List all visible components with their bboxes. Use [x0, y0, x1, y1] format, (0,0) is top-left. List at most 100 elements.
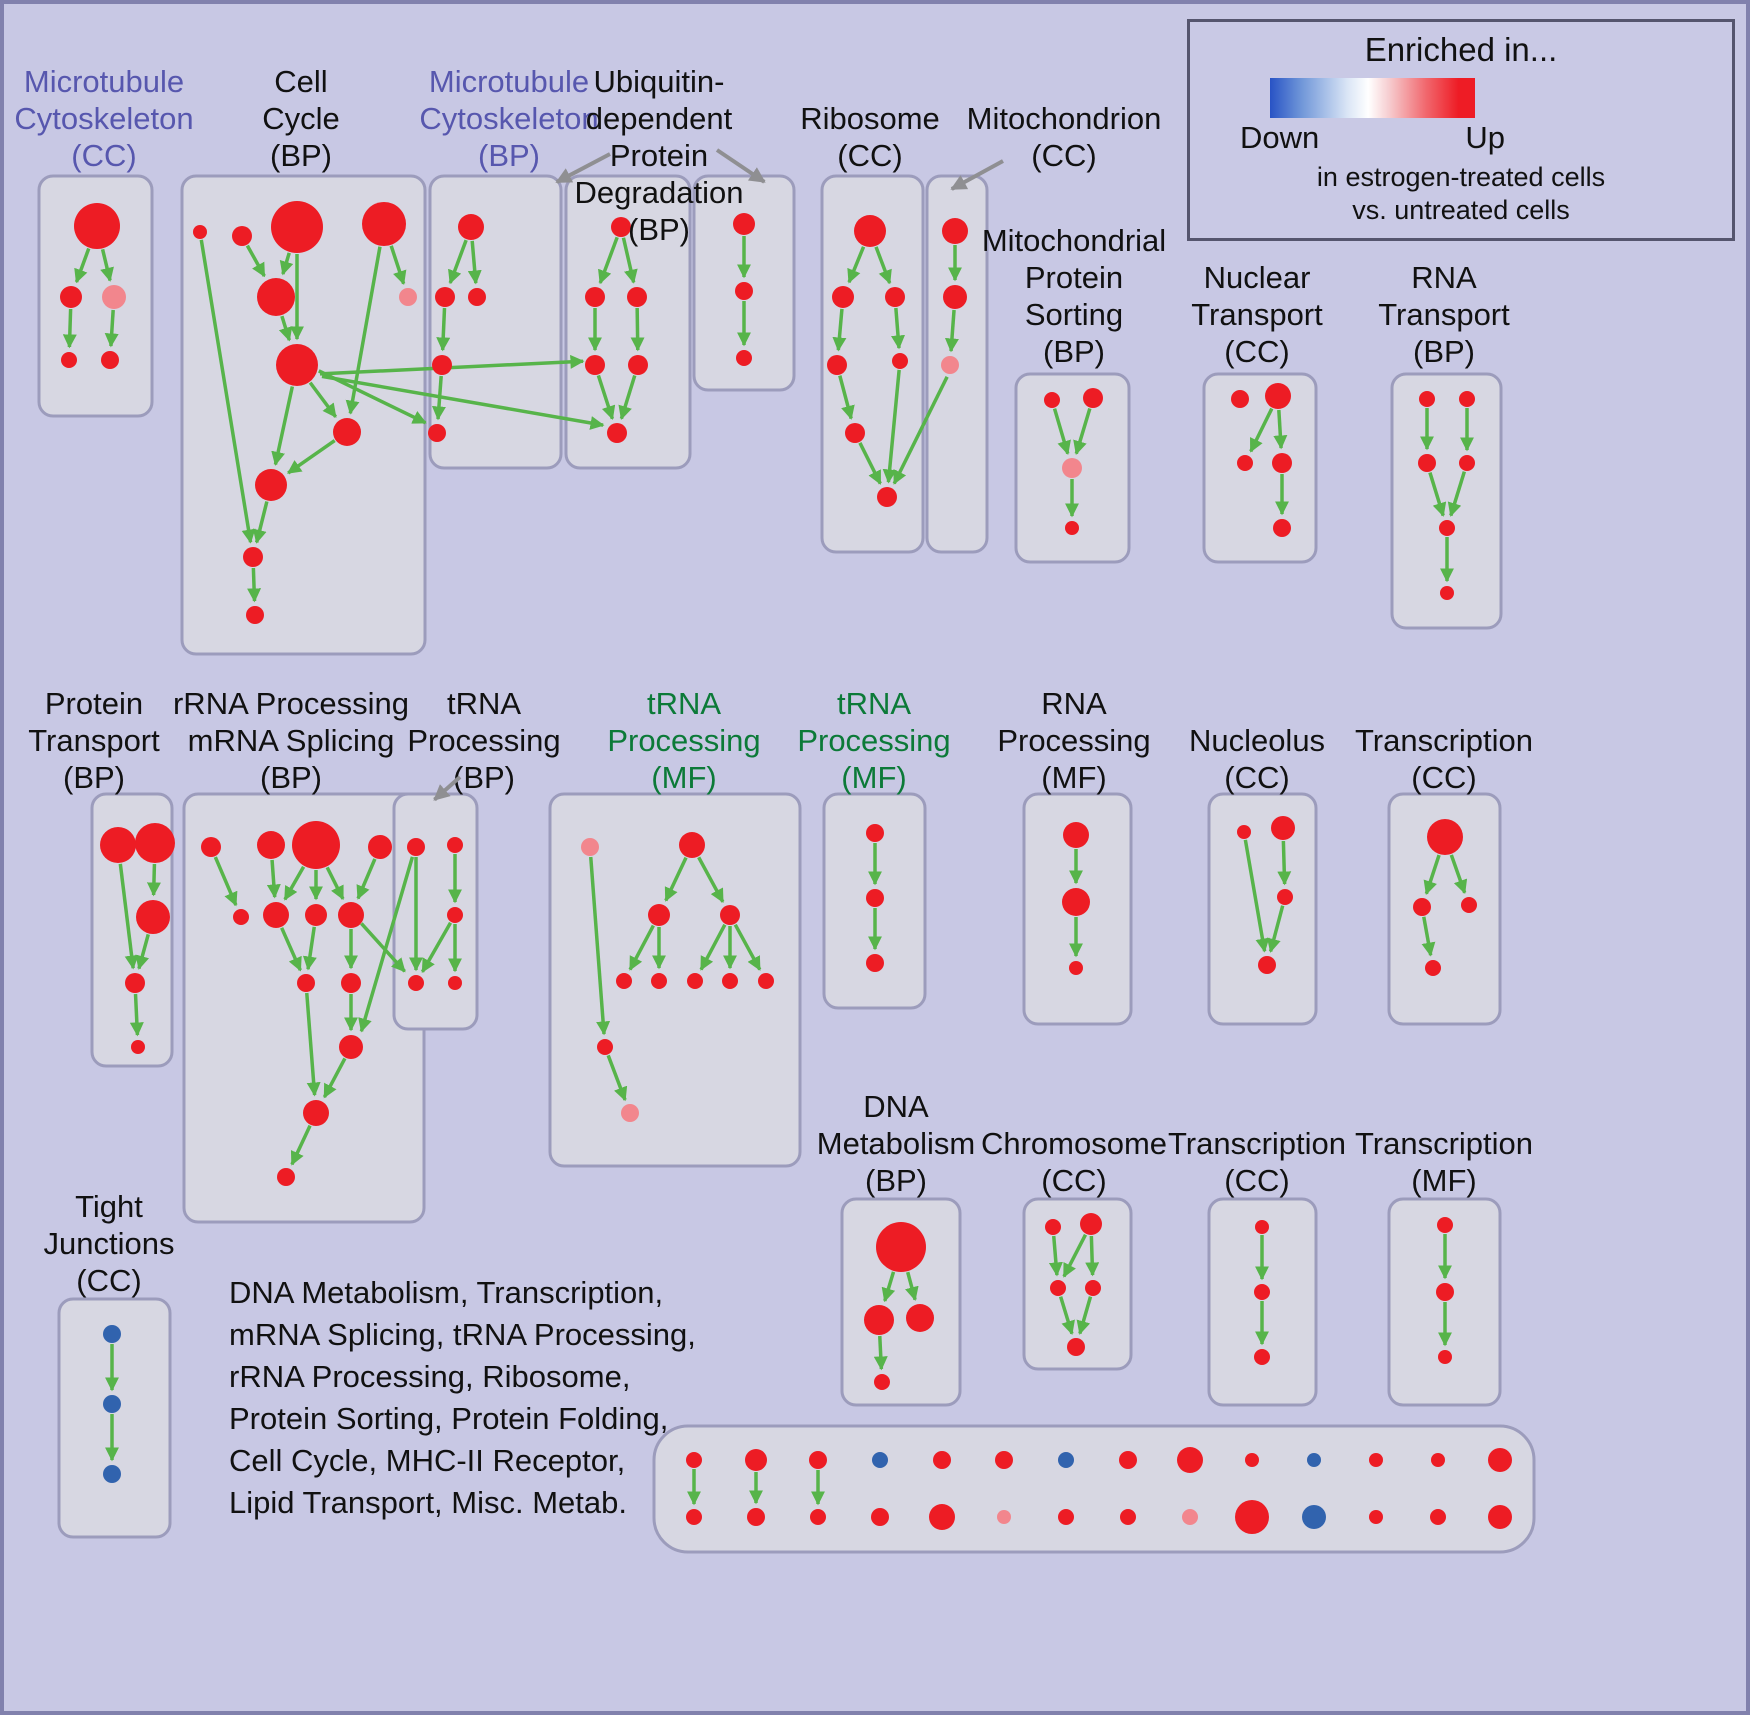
go-term-node	[864, 1305, 894, 1335]
group-box-tight-junctions-cc	[57, 1297, 172, 1539]
go-term-node	[733, 213, 755, 235]
go-term-node	[201, 837, 221, 857]
go-term-node	[722, 973, 738, 989]
go-term-node	[941, 356, 959, 374]
edge-arrow	[1076, 1296, 1093, 1335]
go-term-node	[243, 547, 263, 567]
edge-arrow	[1423, 854, 1441, 896]
go-term-node	[60, 286, 82, 308]
edge-arrow	[433, 775, 462, 802]
legend-up-label: Up	[1465, 120, 1505, 155]
edge-arrow	[247, 567, 262, 603]
go-term-node	[1063, 822, 1089, 848]
edge-arrow	[838, 375, 855, 420]
go-term-node	[687, 973, 703, 989]
go-term-node	[1044, 392, 1060, 408]
go-term-node	[735, 282, 753, 300]
go-term-node	[1177, 1447, 1203, 1473]
go-term-node	[1083, 388, 1103, 408]
legend-ends: Down Up	[1240, 120, 1505, 156]
edge-arrow	[873, 1335, 888, 1371]
go-term-node	[435, 287, 455, 307]
edge-arrow	[847, 246, 866, 284]
edge-arrow	[1449, 854, 1468, 895]
go-term-node	[1058, 1509, 1074, 1525]
go-term-node	[997, 1510, 1011, 1524]
go-term-node	[1258, 956, 1276, 974]
group-box-mixed-terms	[652, 1424, 1536, 1554]
go-term-node	[906, 1304, 934, 1332]
go-term-node	[758, 973, 774, 989]
group-box-nuclear-transport-cc	[1202, 372, 1318, 564]
edge-arrow	[944, 309, 959, 353]
edge-arrow	[305, 992, 321, 1097]
edge-arrow	[1277, 840, 1292, 886]
go-term-node	[892, 353, 908, 369]
go-term-node	[1237, 825, 1251, 839]
go-term-node	[1277, 889, 1293, 905]
go-term-node	[877, 487, 897, 507]
go-term-node	[1439, 520, 1455, 536]
go-term-node	[747, 1508, 765, 1526]
edge-arrow	[266, 859, 281, 899]
layer-edges	[62, 236, 1474, 1506]
go-term-node	[276, 344, 318, 386]
edge-arrow	[950, 159, 1004, 191]
go-term-node	[1418, 454, 1436, 472]
group-label-transcription-cc-1: Transcription(CC)	[1355, 723, 1533, 795]
go-term-node	[103, 1325, 121, 1343]
edge-arrow	[322, 1057, 347, 1099]
group-box-microtubule-cytoskeleton-bp	[428, 174, 563, 470]
go-term-node	[1459, 391, 1475, 407]
go-term-node	[943, 285, 967, 309]
go-term-node	[866, 824, 884, 842]
go-term-node	[292, 821, 340, 869]
edge-arrow	[699, 923, 727, 971]
go-term-node	[854, 215, 886, 247]
go-term-node	[339, 1035, 363, 1059]
go-term-node	[246, 606, 264, 624]
go-term-node	[61, 352, 77, 368]
go-term-node	[809, 1451, 827, 1469]
go-term-node	[686, 1509, 702, 1525]
go-term-node	[1436, 1283, 1454, 1301]
misc-terms-line: Cell Cycle, MHC-II Receptor,	[229, 1443, 626, 1478]
group-label-transcription-mf: Transcription(MF)	[1355, 1126, 1533, 1198]
edge-arrow	[555, 152, 611, 184]
layer-annotations	[433, 148, 1004, 802]
edge-arrow	[356, 858, 377, 900]
go-term-node	[102, 285, 126, 309]
legend-subtitle-1: in estrogen-treated cells	[1316, 162, 1606, 192]
group-box-ubiquitin-protein-degradation-bp-1	[564, 174, 692, 470]
go-term-node	[1425, 960, 1441, 976]
go-term-node	[651, 973, 667, 989]
edge-arrow	[1085, 1235, 1100, 1277]
go-term-node	[1438, 1350, 1452, 1364]
go-term-node	[341, 973, 361, 993]
go-term-node	[399, 288, 417, 306]
edge-arrow	[1267, 905, 1285, 953]
go-term-node	[627, 287, 647, 307]
go-term-node	[866, 954, 884, 972]
go-term-node	[1065, 521, 1079, 535]
go-term-node	[933, 1451, 951, 1469]
edge-arrow	[1058, 1296, 1075, 1335]
go-term-node	[585, 287, 605, 307]
go-term-node	[407, 838, 425, 856]
go-term-node	[1271, 816, 1295, 840]
go-term-node	[1461, 897, 1477, 913]
go-term-node	[585, 355, 605, 375]
go-term-node	[648, 904, 670, 926]
go-term-node	[277, 1168, 295, 1186]
edge-arrow	[74, 247, 91, 284]
go-term-node	[1440, 586, 1454, 600]
